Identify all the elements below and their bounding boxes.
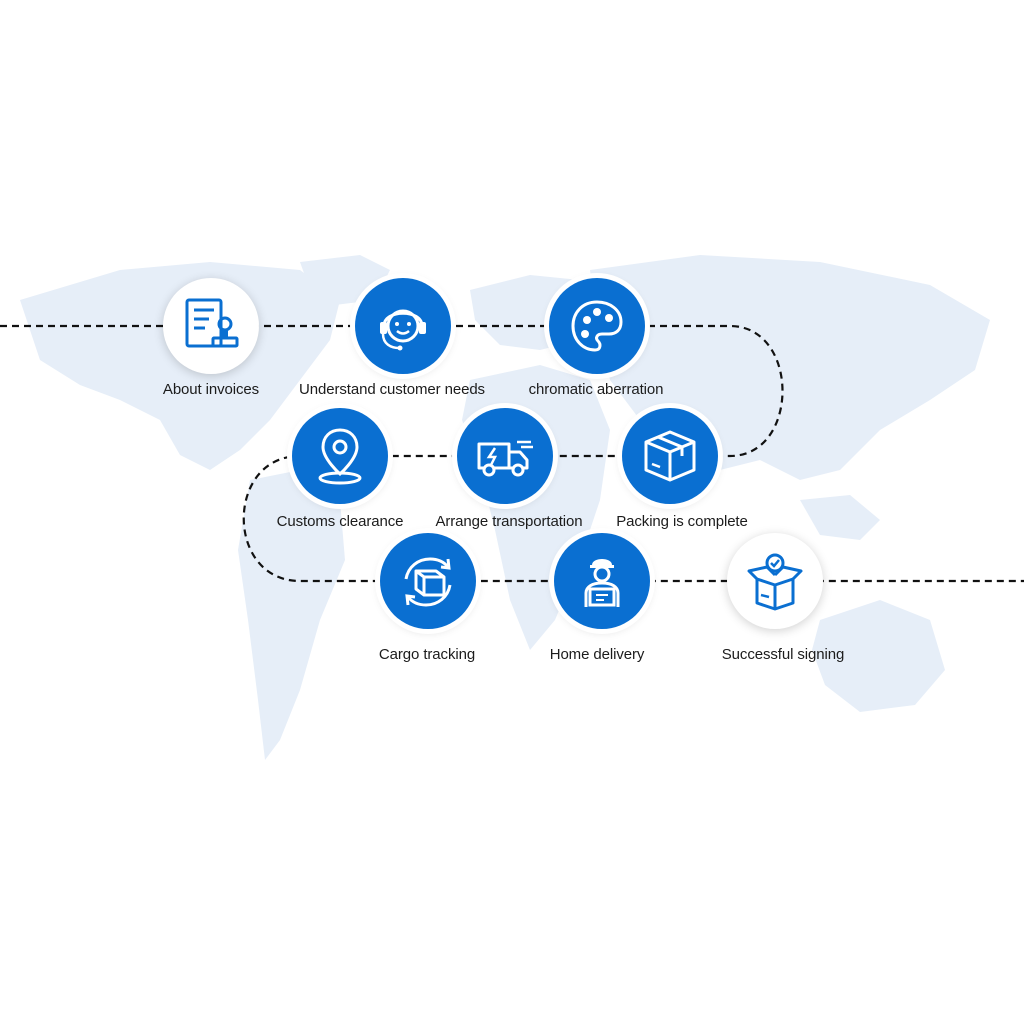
palette-icon [571,300,623,352]
step-home-delivery [554,533,650,629]
step-arrange-transportation [457,408,553,504]
package-box-icon [644,430,696,482]
step-about-invoices [163,278,259,374]
step-successful-signing [727,533,823,629]
step-label-chromatic-aberration: chromatic aberration [528,381,664,398]
step-label-cargo-tracking: Cargo tracking [378,646,476,663]
delivery-truck-icon [477,440,533,477]
step-label-customs-clearance: Customs clearance [276,513,404,530]
step-label-home-delivery: Home delivery [549,646,645,663]
step-label-understand-customer-needs: Understand customer needs [299,381,485,398]
invoice-stamp-icon [185,298,239,348]
open-box-check-icon [747,553,803,611]
step-understand-customer-needs [355,278,451,374]
step-label-about-invoices: About invoices [162,381,260,398]
step-packing-is-complete [622,408,718,504]
step-label-successful-signing: Successful signing [721,646,845,663]
headset-agent-icon [380,309,426,351]
step-cargo-tracking [380,533,476,629]
step-label-packing-is-complete: Packing is complete [616,513,748,530]
box-tracking-icon [404,557,452,607]
step-chromatic-aberration [549,278,645,374]
step-customs-clearance [292,408,388,504]
courier-icon [584,559,620,607]
location-pin-icon [318,428,362,485]
step-label-arrange-transportation: Arrange transportation [435,513,583,530]
